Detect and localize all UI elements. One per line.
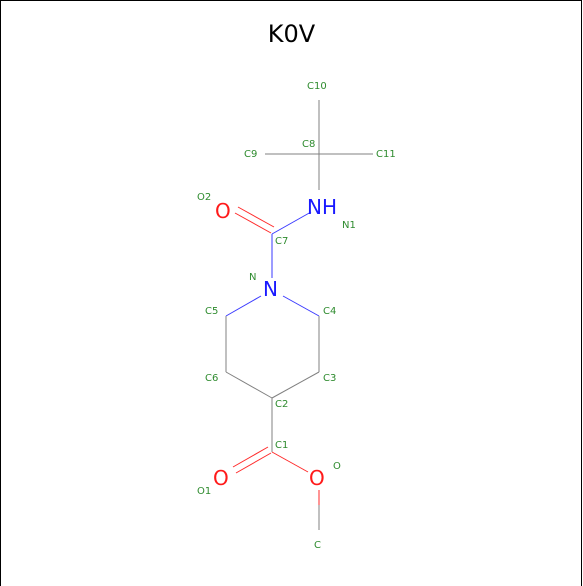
label-c11: C11 bbox=[376, 149, 396, 160]
atom-o2: O bbox=[215, 199, 231, 223]
bond-c3-c2 bbox=[271, 371, 320, 399]
bond-c1-o1-b bbox=[232, 446, 269, 468]
label-c8: C8 bbox=[302, 139, 315, 150]
label-o2: O2 bbox=[197, 192, 211, 203]
atom-n: N bbox=[263, 277, 278, 301]
label-o: O bbox=[333, 461, 341, 472]
atom-o1: O bbox=[213, 466, 229, 490]
label-c10: C10 bbox=[307, 81, 327, 92]
label-c3: C3 bbox=[323, 373, 336, 384]
label-n1: N1 bbox=[342, 220, 356, 231]
atom-o: O bbox=[309, 466, 325, 490]
molecule-title: K0V bbox=[267, 20, 316, 48]
bond-n-c5 bbox=[225, 295, 262, 317]
label-c6: C6 bbox=[205, 373, 218, 384]
label-c2: C2 bbox=[275, 399, 288, 410]
label-c1: C1 bbox=[275, 440, 288, 451]
bond-c6-c2 bbox=[225, 371, 273, 399]
label-c4: C4 bbox=[323, 306, 336, 317]
label-c: C bbox=[314, 540, 321, 551]
label-n: N bbox=[249, 272, 256, 283]
atom-nh: NH bbox=[307, 195, 337, 219]
bond-c1-o1-a bbox=[235, 452, 272, 474]
label-o1: O1 bbox=[197, 486, 211, 497]
label-c9: C9 bbox=[244, 149, 257, 160]
label-c5: C5 bbox=[205, 306, 218, 317]
bond-c7-o2-b bbox=[237, 206, 275, 228]
bond-n-c4 bbox=[282, 295, 320, 317]
bond-c1-o bbox=[271, 451, 309, 473]
bond-n1-c7 bbox=[271, 211, 312, 235]
bond-c7-o2-a bbox=[234, 212, 272, 234]
label-c7: C7 bbox=[275, 236, 288, 247]
